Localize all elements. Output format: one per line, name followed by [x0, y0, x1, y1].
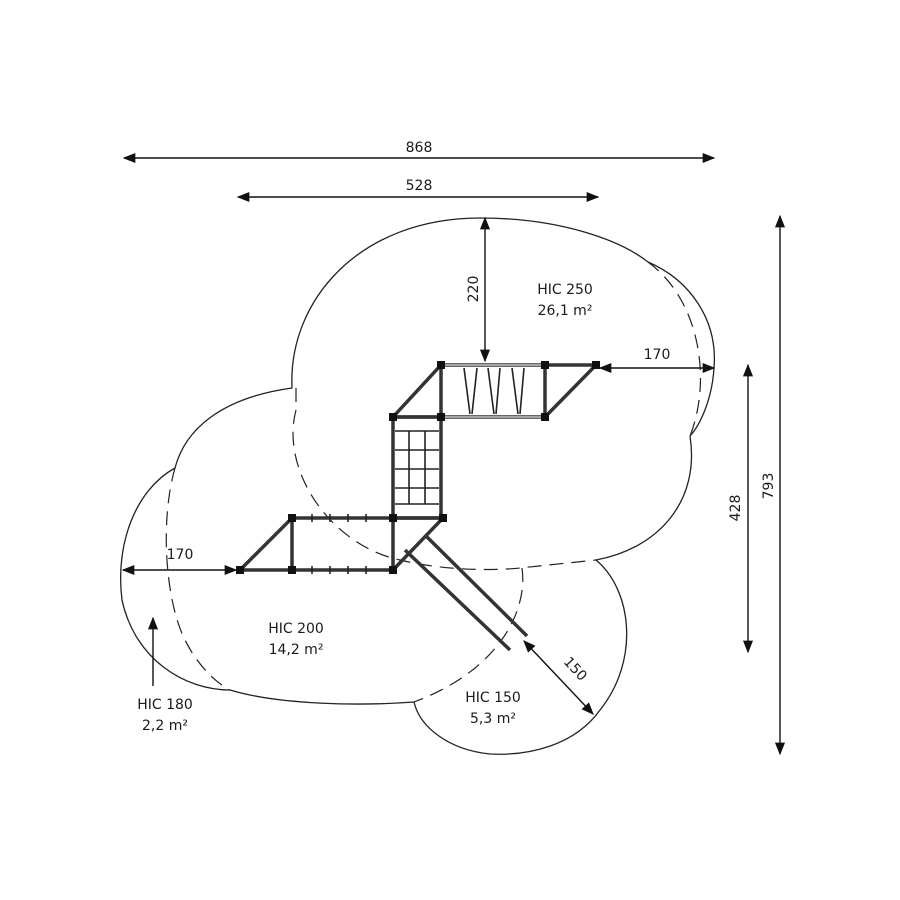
dimension-structure-depth: 428 — [728, 495, 744, 522]
dimension-top-clearance: 220 — [466, 276, 482, 303]
zone-hic150-boundary — [413, 567, 524, 703]
play-structure — [236, 361, 601, 652]
zone-hic150-area: 5,3 m² — [470, 711, 516, 727]
safety-zone-outline — [120, 217, 715, 755]
zone-hic180-label: HIC 180 — [137, 697, 193, 713]
zone-hic200-area: 14,2 m² — [269, 642, 324, 658]
zone-hic250-label: HIC 250 — [537, 282, 593, 298]
lower-platform — [238, 514, 448, 574]
zone-hic180-boundary — [165, 467, 231, 691]
zone-hic180-area: 2,2 m² — [142, 718, 188, 734]
zone-hic200-label: HIC 200 — [268, 621, 324, 637]
zone-hic250-boundary — [647, 261, 702, 437]
zone-hic200-boundary — [292, 388, 597, 571]
dimension-left-clearance: 170 — [167, 547, 194, 563]
dimension-line-slide-clearance — [523, 640, 594, 715]
posts — [236, 361, 600, 574]
dimension-structure-width: 528 — [406, 178, 433, 194]
upper-bridge — [391, 363, 601, 419]
slide — [403, 533, 529, 652]
dimension-slide-clearance: 150 — [560, 654, 590, 684]
dimension-right-clearance: 170 — [644, 347, 671, 363]
climbing-net-tower — [391, 415, 443, 520]
zone-hic150-label: HIC 150 — [465, 690, 521, 706]
dimension-overall-depth: 793 — [761, 473, 777, 500]
dimension-overall-width: 868 — [406, 140, 433, 156]
zone-hic250-area: 26,1 m² — [538, 303, 593, 319]
